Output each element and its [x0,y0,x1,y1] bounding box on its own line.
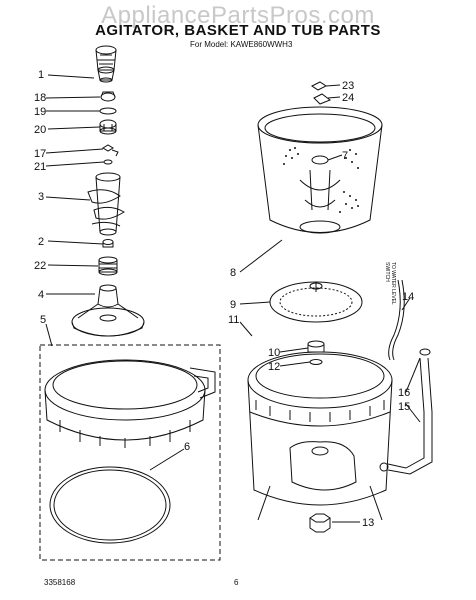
part-10-bearing [307,340,325,353]
callout-19: 19 [34,106,46,118]
callout-2: 2 [38,236,44,248]
note-line-1: TO WATER LEVEL [390,262,396,305]
part-5-tub-ring [44,359,216,448]
callout-12: 12 [268,361,280,373]
watermark: AppliancePartsPros.com [101,2,375,29]
part-13-nut [309,513,331,533]
callout-5: 5 [40,314,46,326]
callout-7: 7 [342,150,348,162]
page-number: 6 [234,578,239,587]
diagram-title: AGITATOR, BASKET AND TUB PARTS [95,22,381,39]
part-20-cog [99,119,117,135]
part-16-clamp [419,348,431,356]
callout-11: 11 [228,314,239,326]
part-24-clip [313,93,332,105]
leader-lines [45,74,421,523]
callout-4: 4 [38,289,44,301]
part-9-drive-ring [269,281,363,323]
document-number: 3358168 [44,578,76,587]
callout-labels: 1 18 19 20 17 21 3 2 22 4 5 6 23 24 7 8 … [34,69,414,529]
callout-23: 23 [342,80,354,92]
model-subtitle: For Model: KAWE860WWH3 [190,40,293,49]
part-22-coupling [98,256,118,276]
callout-13: 13 [362,517,374,529]
part-5-group-box [39,344,221,561]
part-19-ring [99,107,117,115]
part-18-cam [100,91,116,102]
part-21-clip [103,159,113,165]
callout-9: 9 [230,299,236,311]
callout-20: 20 [34,124,46,136]
callout-18: 18 [34,92,46,104]
callout-16: 16 [398,387,410,399]
callout-21: 21 [34,161,46,173]
part-3-auger [87,172,125,236]
part-12-seal [309,359,323,365]
callout-10: 10 [268,347,280,359]
callout-3: 3 [38,191,44,203]
part-15-drain-hose [379,357,433,475]
callout-22: 22 [34,260,46,272]
part-17-dog [102,144,119,157]
part-14-hose [388,279,401,361]
part-11-outer-tub [247,351,393,521]
part-1-dispenser-cap [95,45,117,83]
part-4-agitator-base [71,284,145,337]
part-6-gasket [49,466,171,544]
callout-14: 14 [402,291,414,303]
water-level-note: TO WATER LEVEL SWITCH [384,262,396,305]
part-2-coupling [102,239,114,248]
callout-8: 8 [230,267,236,279]
callout-6: 6 [184,441,190,453]
callout-15: 15 [398,401,410,413]
basket-holes [283,147,359,213]
callout-1: 1 [38,69,44,81]
callout-24: 24 [342,92,354,104]
part-23-clip [311,81,327,91]
part-7-basket [257,106,383,234]
callout-17: 17 [34,148,46,160]
note-line-2: SWITCH [384,262,390,282]
